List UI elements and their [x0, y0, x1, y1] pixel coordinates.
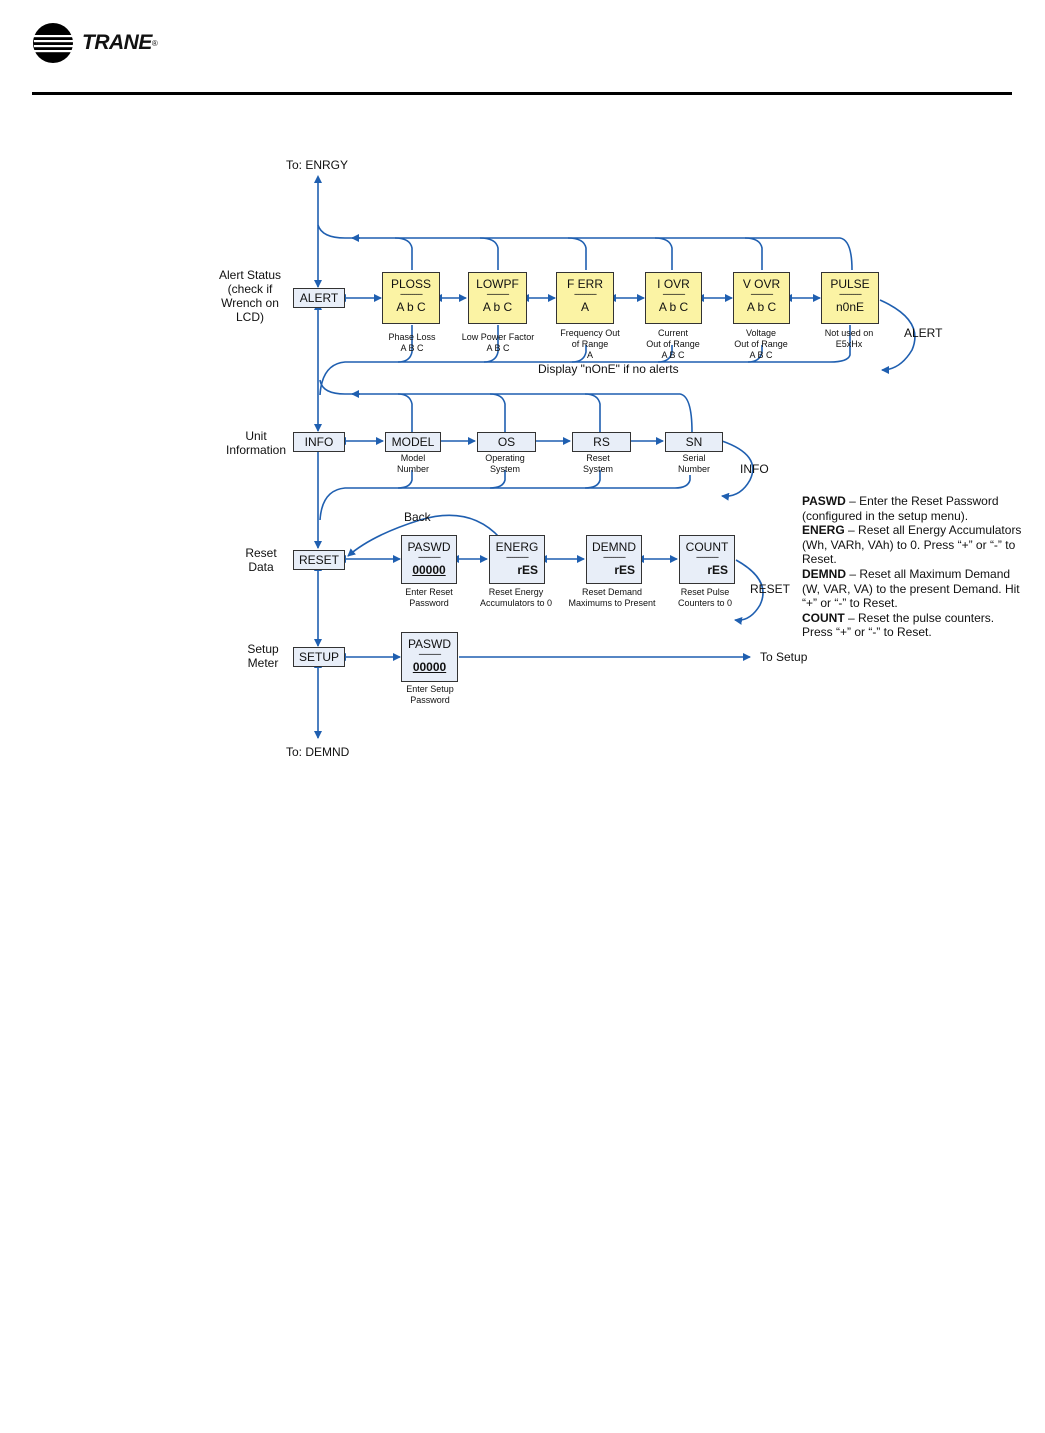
- alert-return-label: ALERT: [904, 326, 943, 340]
- reset-legend: PASWD – Enter the Reset Password (config…: [802, 494, 1022, 640]
- reset-demnd-display[interactable]: DEMND ----------- rES: [586, 535, 642, 584]
- header-rule: [32, 92, 1012, 95]
- legend-count: COUNT – Reset the pulse counters. Press …: [802, 610, 995, 640]
- brand-name: TRANE: [82, 31, 152, 54]
- alert-side-label: Alert Status (check if Wrench on LCD): [218, 268, 282, 324]
- to-demand-label: To: DEMND: [286, 745, 350, 759]
- alert-ploss-display[interactable]: PLOSS ----------- A b C: [382, 272, 440, 324]
- alert-ferr-display[interactable]: F ERR ----------- A: [556, 272, 614, 324]
- alert-pulse-display[interactable]: PULSE ----------- n0nE: [821, 272, 879, 324]
- trane-globe-icon: [33, 23, 74, 63]
- legend-demnd: DEMND – Reset all Maximum Demand (W, VAR…: [802, 566, 1020, 611]
- reset-paswd-display[interactable]: PASWD ----------- 00000: [401, 535, 457, 584]
- setup-nav-button[interactable]: SETUP: [293, 647, 345, 667]
- alert-none-note: Display "nOnE" if no alerts: [538, 362, 679, 376]
- info-return-label: INFO: [740, 462, 769, 476]
- alert-vovr-display[interactable]: V OVR ----------- A b C: [733, 272, 790, 324]
- reset-nav-button[interactable]: RESET: [293, 550, 345, 570]
- alert-nav-button[interactable]: ALERT: [293, 288, 345, 308]
- reset-energ-display[interactable]: ENERG ----------- rES: [489, 535, 545, 584]
- brand-registered: ®: [151, 38, 158, 48]
- legend-paswd: PASWD – Enter the Reset Password (config…: [802, 494, 999, 523]
- reset-return-label: RESET: [750, 582, 791, 596]
- info-model-button[interactable]: MODEL: [385, 432, 441, 452]
- reset-back-label: Back: [404, 510, 431, 524]
- info-nav-button[interactable]: INFO: [293, 432, 345, 452]
- setup-paswd-display[interactable]: PASWD ----------- 00000: [401, 632, 458, 682]
- reset-count-display[interactable]: COUNT ----------- rES: [679, 535, 735, 584]
- to-energy-label: To: ENRGY: [286, 158, 349, 172]
- to-setup-label: To Setup: [760, 650, 808, 664]
- brand-logo: TRANE®: [32, 22, 158, 64]
- info-os-button[interactable]: OS: [477, 432, 536, 452]
- info-rs-button[interactable]: RS: [572, 432, 631, 452]
- alert-lowpf-display[interactable]: LOWPF ----------- A b C: [468, 272, 527, 324]
- legend-energ: ENERG – Reset all Energy Accumulators (W…: [802, 523, 1022, 567]
- info-sn-button[interactable]: SN: [665, 432, 723, 452]
- alert-iovr-display[interactable]: I OVR ----------- A b C: [645, 272, 702, 324]
